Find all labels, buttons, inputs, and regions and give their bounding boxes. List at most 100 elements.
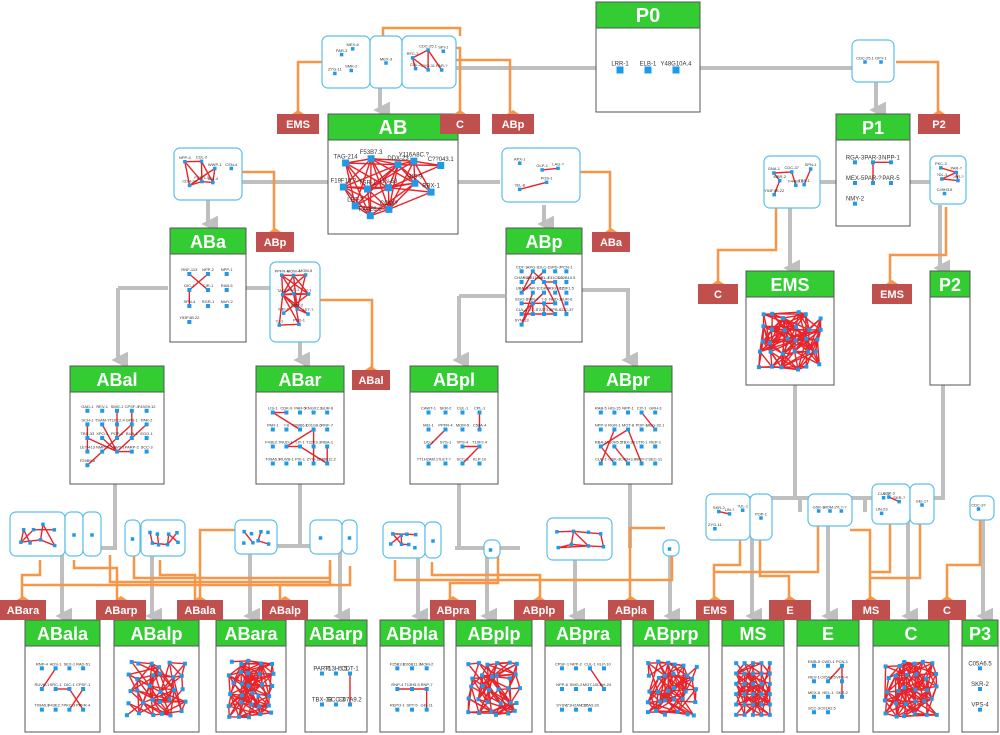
cell-ms[interactable]: MS [721, 619, 785, 733]
interaction-module[interactable] [341, 519, 358, 555]
signal-ems[interactable]: EMS [696, 596, 734, 620]
gene-node [270, 461, 275, 466]
signal-abpla[interactable]: ABpla [608, 596, 654, 620]
signal-abp[interactable]: ABp [492, 110, 534, 134]
interaction-module[interactable] [140, 519, 186, 557]
signal-c[interactable]: C [928, 596, 966, 620]
gene-node [912, 711, 917, 716]
signal-abalp[interactable]: ABalp [262, 596, 308, 620]
gene-node [863, 60, 867, 64]
interaction-edge [758, 351, 761, 368]
interaction-module[interactable] [309, 519, 343, 555]
interaction-edge [795, 313, 807, 328]
interaction-module[interactable] [9, 511, 66, 557]
interaction-module[interactable]: GEI-17 [909, 483, 935, 525]
signal-abp[interactable]: ABp [256, 228, 294, 252]
interaction-module[interactable]: PPFR-4MOM-4MOM-5TAG-?UNT-1?-1MEI-1NMY-2L… [269, 261, 321, 343]
gene-network: TAG-214F53B7.3DDX-23Y116A8C.?C??043.1F19… [331, 150, 454, 220]
interaction-module[interactable] [662, 539, 680, 557]
gene-node [517, 161, 522, 165]
gene-node [31, 527, 36, 532]
gene-label: GEI-11 [420, 703, 433, 708]
interaction-module[interactable]: POP-1 [749, 493, 773, 541]
cell-header [632, 619, 710, 647]
interaction-edge [369, 182, 416, 217]
interaction-module[interactable] [483, 539, 501, 559]
signal-aba[interactable]: ABa [592, 228, 630, 252]
interaction-edge [149, 685, 175, 691]
signal-abara[interactable]: ABara [0, 596, 46, 620]
cell-ab[interactable]: ABTAG-214F53B7.3DDX-23Y116A8C.?C??043.1F… [327, 113, 459, 235]
signal-c[interactable]: C [698, 280, 738, 304]
interaction-module[interactable]: CDC-37 [969, 495, 995, 521]
signal-c[interactable]: C [440, 110, 480, 134]
gene-node [395, 707, 400, 712]
cell-c[interactable]: C [872, 619, 950, 733]
interaction-module[interactable] [234, 519, 278, 555]
signal-box [592, 232, 630, 252]
gene-label: CIR-1 [203, 283, 214, 288]
interaction-module[interactable]: MEX-3 [369, 35, 403, 89]
interaction-module[interactable] [424, 521, 442, 559]
signal-p2[interactable]: P2 [918, 110, 960, 134]
gene-node [553, 269, 558, 274]
signal-abplp[interactable]: ABplp [514, 596, 564, 620]
signal-abarp[interactable]: ABarp [96, 596, 146, 620]
interaction-edge [682, 698, 695, 716]
interaction-module[interactable] [124, 519, 141, 557]
gene-network [389, 532, 418, 550]
interaction-edge [355, 205, 389, 211]
signal-box [852, 600, 890, 620]
interaction-module[interactable] [82, 511, 102, 557]
gene-node [53, 687, 58, 691]
cell-p2[interactable]: P2 [929, 270, 971, 386]
cell-abalp[interactable]: ABalp [113, 619, 200, 733]
gene-node [249, 531, 254, 536]
interaction-edge [588, 545, 604, 548]
signal-e[interactable]: E [769, 596, 811, 620]
interaction-edge [167, 532, 178, 546]
cell-abara[interactable]: ABara [215, 619, 287, 733]
cell-header [255, 365, 345, 393]
interaction-module[interactable] [546, 517, 613, 561]
cell-ems[interactable]: EMS [745, 270, 835, 386]
gene-node [426, 68, 430, 72]
gene-node [780, 351, 785, 356]
signal-ems[interactable]: EMS [277, 110, 319, 134]
gene-label: F43E2.7 [48, 703, 64, 708]
gene-node [364, 185, 372, 193]
signal-abala[interactable]: ABala [177, 596, 223, 620]
signal-abal[interactable]: ABal [352, 366, 390, 390]
signal-ems[interactable]: EMS [872, 280, 912, 304]
interaction-module[interactable] [382, 521, 426, 559]
cell-abplp[interactable]: ABplp [455, 619, 533, 733]
cell-abprp[interactable]: ABprp [632, 619, 710, 733]
signal-abpra[interactable]: ABpra [430, 596, 476, 620]
interaction-module[interactable] [64, 511, 84, 557]
signal-ms[interactable]: MS [852, 596, 890, 620]
